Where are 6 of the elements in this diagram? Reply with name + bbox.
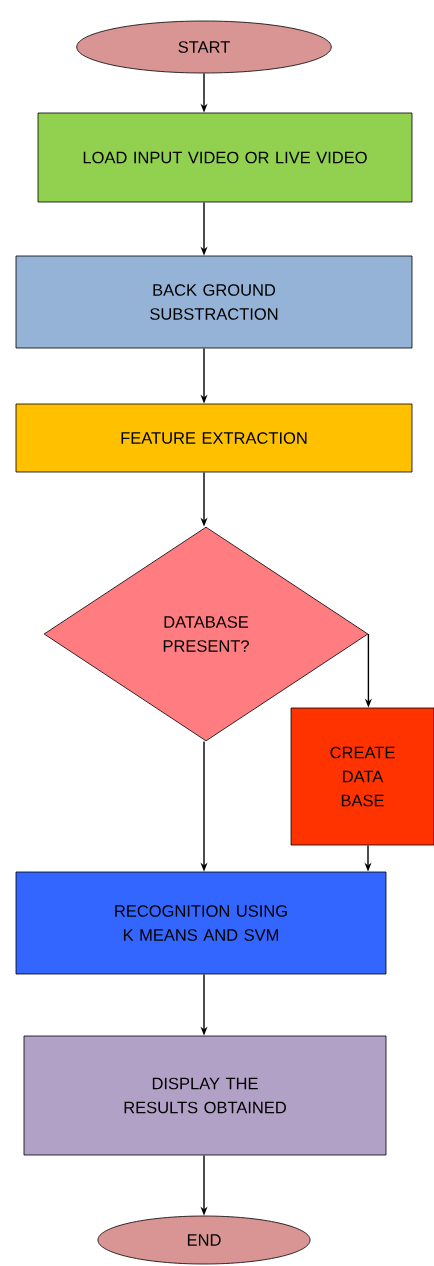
process-box: DISPLAY THE RESULTS OBTAINED: [23, 1035, 387, 1156]
process-box: CREATE DATA BASE: [290, 707, 434, 846]
process-box: FEATURE EXTRACTION: [15, 403, 413, 473]
process-box: RECOGNITION USING K MEANS AND SVM: [15, 871, 387, 975]
process-box: BACK GROUND SUBSTRACTION: [15, 255, 413, 349]
process-box: LOAD INPUT VIDEO OR LIVE VIDEO: [37, 112, 413, 203]
